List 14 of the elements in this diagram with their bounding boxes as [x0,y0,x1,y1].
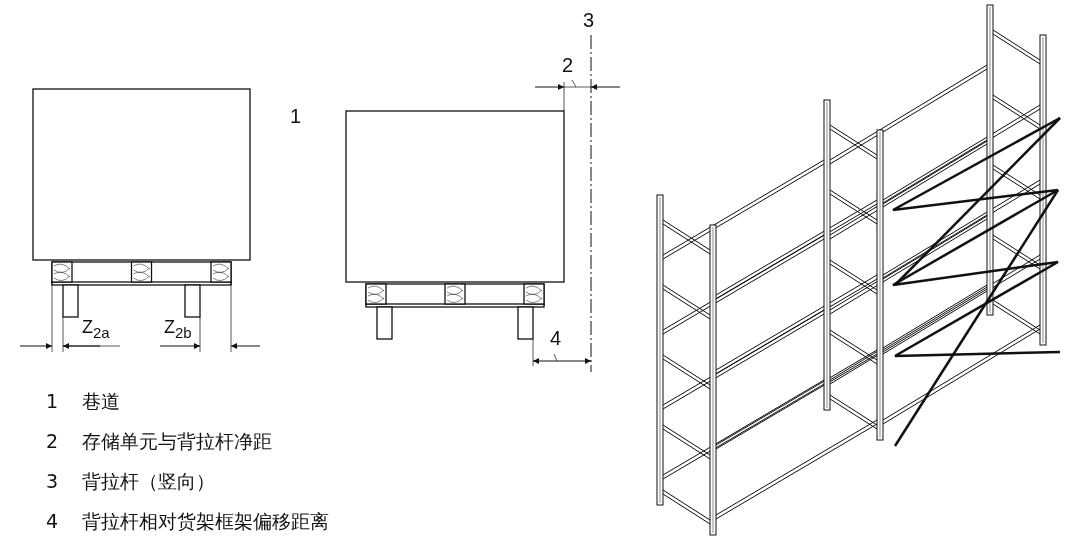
callout-number: 3 [583,10,595,30]
dimension-label: Z$_{2b}$ [164,318,192,340]
legend-number: 3 [46,472,59,491]
dimension-label: Z$_{2a}$ [82,318,110,340]
callout-number: 4 [550,328,562,348]
legend-text: 背拉杆相对货架框架偏移距离 [82,512,329,531]
legend-number: 4 [46,512,59,531]
callout-number: 1 [290,106,302,126]
legend-text: 巷道 [82,392,120,411]
legend-number: 2 [46,432,59,451]
legend-text: 存储单元与背拉杆净距 [82,432,272,451]
callout-number: 2 [562,55,574,75]
legend-text: 背拉杆（竖向） [82,472,215,491]
legend-number: 1 [46,392,59,411]
